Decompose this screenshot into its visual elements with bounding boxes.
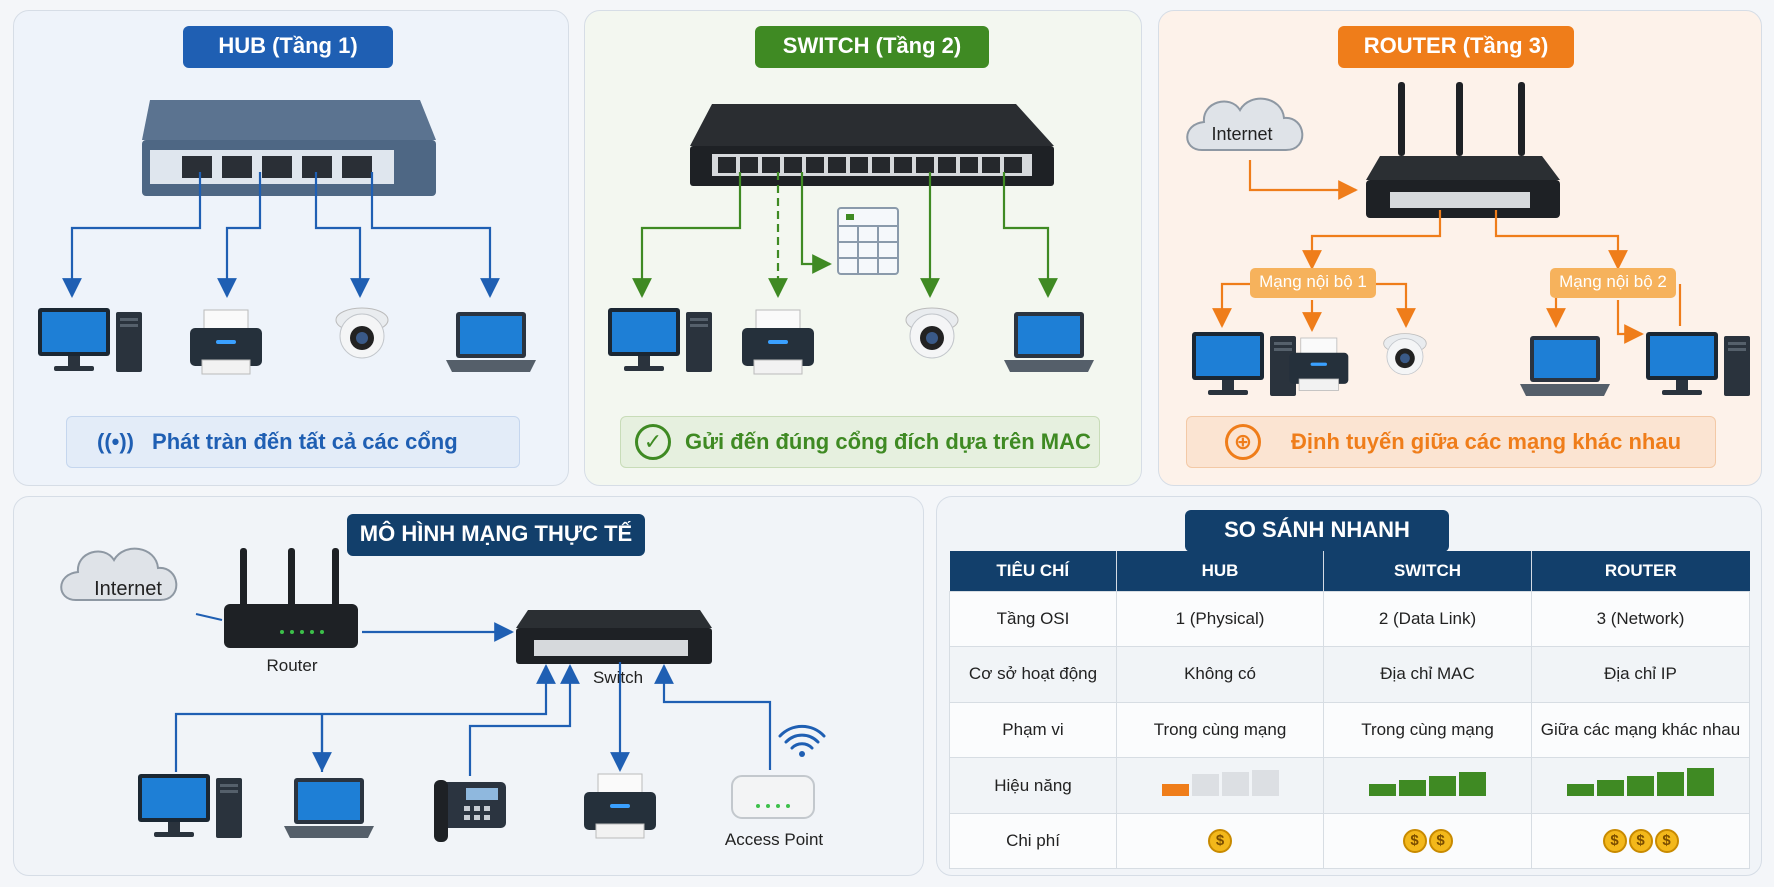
cell-hub: $: [1116, 812, 1324, 870]
comparison-title: SO SÁNH NHANH: [1185, 510, 1449, 552]
cell-hub: 1 (Physical): [1116, 590, 1324, 648]
cell-switch: Địa chỉ MAC: [1323, 646, 1532, 703]
hub-cost-coins: $: [1207, 829, 1233, 854]
switch-caption: ✓ Gửi đến đúng cổng đích dựa trên MAC: [620, 416, 1100, 468]
performance-bar: [1191, 774, 1219, 797]
cell-router: 3 (Network): [1531, 590, 1750, 648]
cell-switch: Trong cùng mạng: [1323, 701, 1532, 759]
router-performance-bars: [1567, 768, 1714, 797]
hub-panel: [13, 10, 569, 486]
table-row: Tầng OSI 1 (Physical) 2 (Data Link) 3 (N…: [949, 590, 1750, 648]
row-criterion: Hiệu năng: [949, 757, 1117, 814]
coin-icon: $: [1602, 829, 1627, 854]
router-caption: ⊕ Định tuyến giữa các mạng khác nhau: [1186, 416, 1716, 468]
row-criterion: Phạm vi: [949, 701, 1117, 759]
hub-caption: ((•)) Phát tràn đến tất cả các cổng: [66, 416, 520, 468]
performance-bar: [1627, 776, 1654, 797]
comparison-table: TIÊU CHÍ HUB SWITCH ROUTER Tầng OSI 1 (P…: [949, 551, 1750, 870]
table-row: Hiệu năng: [949, 757, 1750, 814]
real-network-title: MÔ HÌNH MẠNG THỰC TẾ: [347, 514, 645, 556]
header-router: ROUTER: [1531, 551, 1750, 591]
lan1-label: Mạng nội bộ 1: [1259, 272, 1367, 291]
router-title: ROUTER (Tầng 3): [1338, 26, 1574, 68]
performance-bar: [1459, 772, 1486, 797]
coin-icon: $: [1654, 829, 1679, 854]
table-row: Chi phí $ $$ $$$: [949, 812, 1750, 870]
header-criterion: TIÊU CHÍ: [949, 551, 1117, 591]
switch-performance-bars: [1369, 770, 1486, 797]
coin-icon: $: [1402, 829, 1427, 854]
real-router-label: Router: [266, 656, 318, 675]
real-switch-label: Switch: [592, 668, 644, 687]
performance-bar: [1369, 784, 1396, 797]
table-row: Phạm vi Trong cùng mạng Trong cùng mạng …: [949, 701, 1750, 759]
cell-router: Giữa các mạng khác nhau: [1531, 701, 1750, 759]
cell-router: Địa chỉ IP: [1531, 646, 1750, 703]
hub-title: HUB (Tầng 1): [183, 26, 393, 68]
performance-bar: [1687, 768, 1714, 797]
coin-icon: $: [1208, 829, 1232, 854]
cell-hub: [1116, 757, 1324, 814]
row-criterion: Chi phí: [949, 812, 1117, 870]
lan2-label: Mạng nội bộ 2: [1559, 272, 1667, 291]
coin-icon: $: [1428, 829, 1453, 854]
cell-switch: 2 (Data Link): [1323, 590, 1532, 648]
performance-bar: [1221, 772, 1249, 797]
table-header-row: TIÊU CHÍ HUB SWITCH ROUTER: [949, 551, 1750, 591]
hub-caption-text: Phát tràn đến tất cả các cổng: [152, 429, 458, 454]
performance-bar: [1161, 784, 1189, 797]
header-hub: HUB: [1116, 551, 1324, 591]
table-row: Cơ sở hoạt động Không có Địa chỉ MAC Địa…: [949, 646, 1750, 703]
cell-switch: [1323, 757, 1532, 814]
row-criterion: Tầng OSI: [949, 590, 1117, 648]
row-criterion: Cơ sở hoạt động: [949, 646, 1117, 703]
switch-cost-coins: $$: [1402, 829, 1454, 854]
cell-hub: Trong cùng mạng: [1116, 701, 1324, 759]
performance-bar: [1567, 784, 1594, 797]
broadcast-icon: ((•)): [97, 429, 135, 454]
router-internet-label: Internet: [1211, 124, 1273, 144]
performance-bar: [1251, 770, 1279, 797]
performance-bar: [1657, 772, 1684, 797]
cell-router: $$$: [1531, 812, 1750, 870]
header-switch: SWITCH: [1323, 551, 1532, 591]
real-internet-label: Internet: [94, 578, 162, 600]
performance-bar: [1429, 776, 1456, 797]
switch-caption-text: Gửi đến đúng cổng đích dựa trên MAC: [685, 429, 1091, 454]
hub-performance-bars: [1161, 770, 1279, 797]
cell-hub: Không có: [1116, 646, 1324, 703]
globe-icon: ⊕: [1225, 424, 1261, 460]
router-caption-text: Định tuyến giữa các mạng khác nhau: [1291, 429, 1682, 454]
real-ap-label: Access Point: [724, 830, 824, 849]
cell-router: [1531, 757, 1750, 814]
performance-bar: [1399, 780, 1426, 797]
router-cost-coins: $$$: [1602, 829, 1680, 854]
switch-title: SWITCH (Tầng 2): [755, 26, 989, 68]
cell-switch: $$: [1323, 812, 1532, 870]
coin-icon: $: [1628, 829, 1653, 854]
performance-bar: [1597, 780, 1624, 797]
check-circle-icon: ✓: [635, 424, 671, 460]
